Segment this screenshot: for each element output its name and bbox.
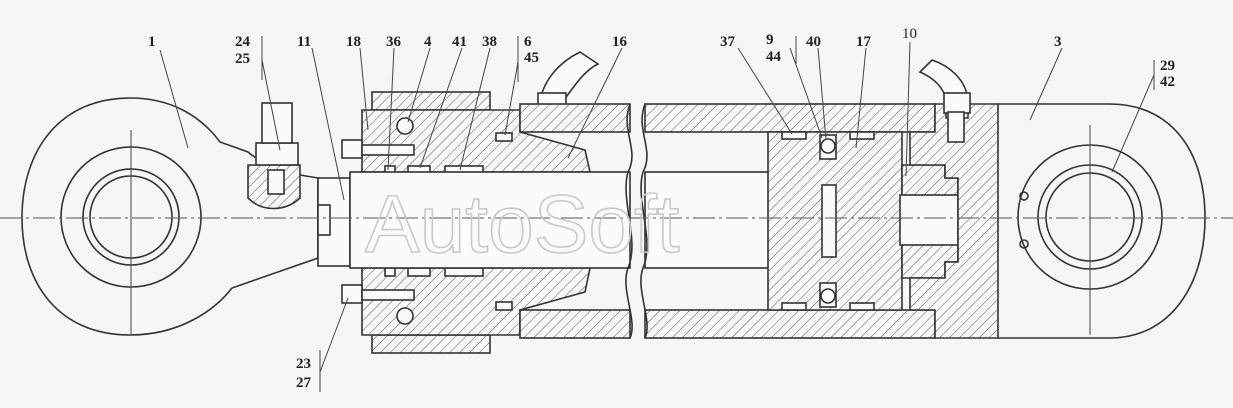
callout-41: 41 [452,34,467,50]
callout-38: 38 [482,34,497,50]
callout-36: 36 [386,34,402,50]
callout-45: 45 [524,50,539,66]
callout-6: 6 [524,34,532,50]
callout-24: 24 [235,34,251,50]
callout-42: 42 [1160,74,1175,90]
piston-nut [899,164,959,279]
callout-17: 17 [856,34,872,50]
rod-head [317,177,351,267]
callout-4: 4 [424,34,432,50]
callout-9: 9 [766,32,774,48]
callout-18: 18 [346,34,361,50]
piston-rod [349,171,774,269]
watermark: AutoSoft [365,179,680,270]
callout-37: 37 [720,34,736,50]
callout-44: 44 [766,49,782,65]
callout-40: 40 [806,34,821,50]
callout-3: 3 [1054,34,1062,50]
callout-11: 11 [297,34,311,50]
cylinder-tube [519,103,936,339]
callout-1: 1 [148,34,156,50]
leader-lines [159,36,1155,392]
callout-labels: 1 24 25 11 18 36 4 41 38 6 45 16 37 9 44… [148,26,1175,391]
callout-29: 29 [1160,58,1175,74]
callout-27: 27 [296,375,312,391]
piston [767,131,903,311]
callout-25: 25 [235,51,250,67]
callout-16: 16 [612,34,628,50]
gland-assembly [341,91,592,354]
port-pipe-right [918,59,971,143]
rod-eye-left [21,97,319,336]
callout-10: 10 [902,26,917,42]
callout-23: 23 [296,356,311,372]
